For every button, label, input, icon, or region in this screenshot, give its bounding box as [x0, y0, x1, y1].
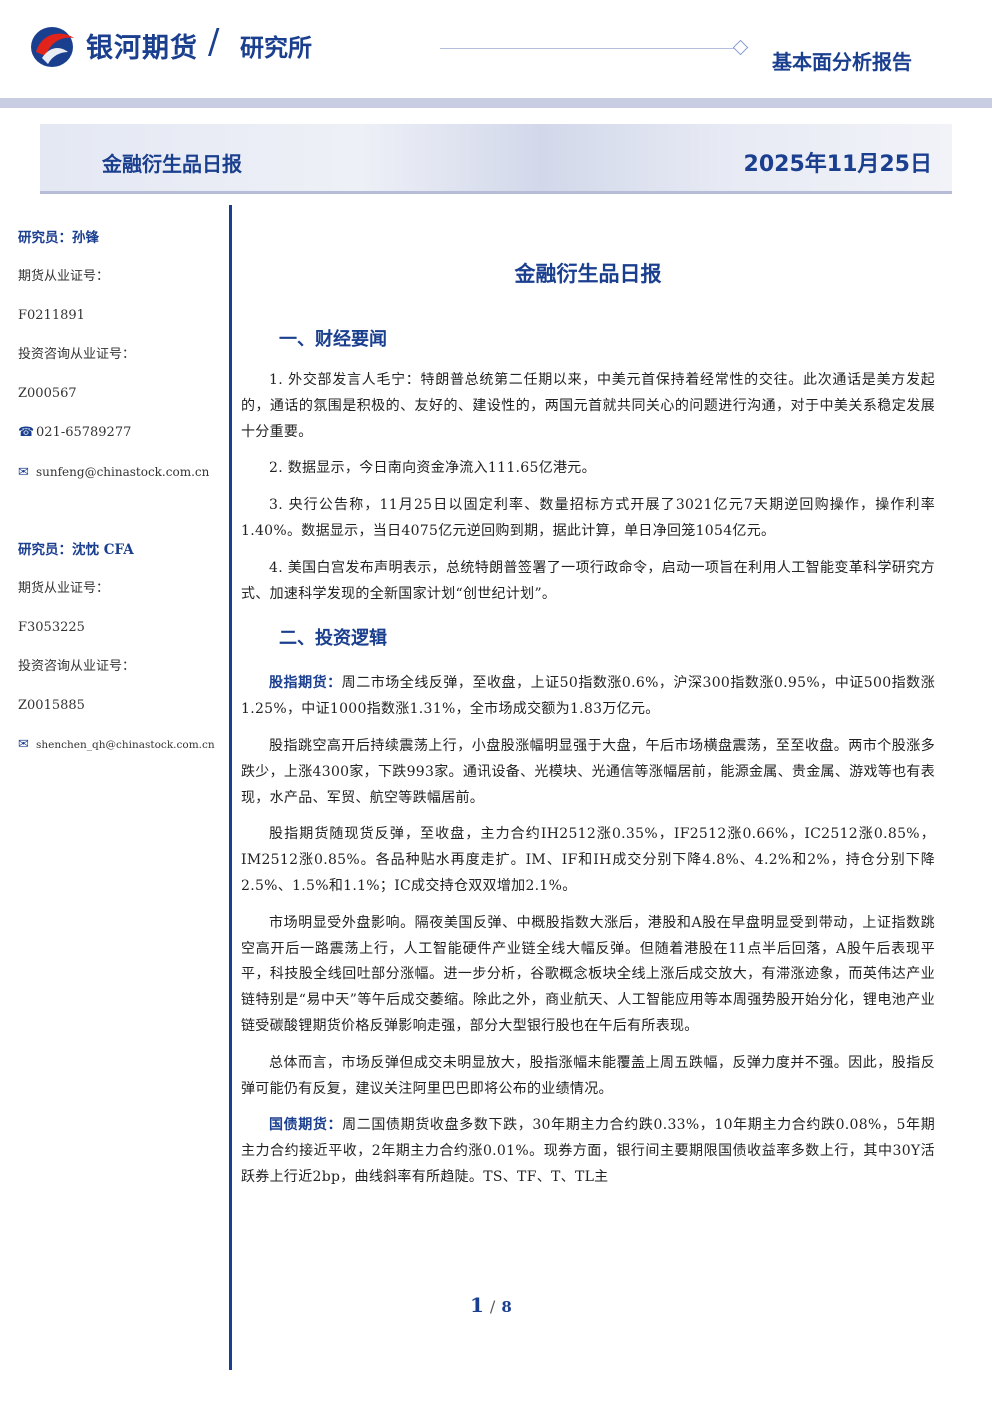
galaxy-futures-logo-icon: [31, 27, 74, 67]
page-number: 1 / 8: [470, 1293, 512, 1317]
stock-index-text: 周二市场全线反弹，至收盘，上证50指数涨0.6%，沪深300指数涨0.95%，中…: [241, 675, 935, 718]
researcher-2-futures-label: 期货从业证号：: [18, 581, 110, 596]
report-date: 2025年11月25日: [743, 152, 932, 177]
page-total: 8: [501, 1298, 512, 1316]
researcher-2-consult-id: Z0015885: [18, 698, 85, 713]
header-band: [0, 98, 992, 108]
header-decor-line: [440, 48, 735, 49]
researcher-2-name: 研究员：沈忱 CFA: [18, 542, 134, 558]
researcher-1-consult-label: 投资咨询从业证号：: [18, 347, 136, 362]
stock-index-paragraph-3: 股指期货随现货反弹，至收盘，主力合约IH2512涨0.35%，IF2512涨0.…: [241, 826, 935, 894]
sidebar-spacer: [18, 501, 223, 540]
section-heading-logic: 二、投资逻辑: [279, 628, 387, 650]
stock-index-paragraph-1: 股指期货：周二市场全线反弹，至收盘，上证50指数涨0.6%，沪深300指数涨0.…: [241, 671, 935, 723]
researcher-2-email[interactable]: shenchen_qh@chinastock.com.cn: [36, 739, 215, 751]
bond-futures-paragraph-1: 国债期货：周二国债期货收盘多数下跌，30年期主力合约跌0.33%，10年期主力合…: [241, 1113, 935, 1190]
report-type: 基本面分析报告: [772, 50, 912, 74]
researcher-1-consult-id: Z000567: [18, 386, 77, 401]
news-item: 4. 美国白宫发布声明表示，总统特朗普签署了一项行政命令，启动一项旨在利用人工智…: [241, 559, 935, 602]
vertical-divider: [229, 205, 232, 1370]
report-header: 银河期货 / 研究所 基本面分析报告: [0, 0, 992, 98]
email-icon: ✉: [18, 737, 29, 752]
email-icon: ✉: [18, 465, 29, 480]
section-heading-news: 一、财经要闻: [279, 329, 387, 350]
bond-futures-lead: 国债期货：: [269, 1117, 343, 1134]
stock-index-lead: 股指期货：: [269, 675, 342, 692]
researcher-1-futures-id: F0211891: [18, 308, 85, 323]
brand-slash: /: [208, 22, 220, 62]
title-bar: 金融衍生品日报 2025年11月25日: [40, 124, 952, 194]
news-item: 2. 数据显示，今日南向资金净流入111.65亿港元。: [269, 460, 596, 477]
researcher-2-consult-label: 投资咨询从业证号：: [18, 659, 136, 674]
main-content: 金融衍生品日报 一、财经要闻 1. 外交部发言人毛宁：特朗普总统第二任期以来，中…: [241, 258, 935, 1191]
document-title: 金融衍生品日报: [514, 262, 662, 286]
researcher-2-email-row: ✉ shenchen_qh@chinastock.com.cn: [18, 735, 223, 774]
researcher-1-email-row: ✉ sunfeng@chinastock.com.cn: [18, 462, 223, 501]
stock-index-paragraph-4: 市场明显受外盘影响。隔夜美国反弹、中概股指数大涨后，港股和A股在早盘明显受到带动…: [241, 914, 935, 1034]
page-separator: /: [489, 1297, 496, 1316]
researcher-1-phone: 021-65789277: [36, 425, 132, 440]
researcher-1-name: 研究员：孙锋: [18, 230, 99, 246]
page-current: 1: [470, 1293, 484, 1317]
researcher-1-email[interactable]: sunfeng@chinastock.com.cn: [36, 465, 210, 479]
news-item: 1. 外交部发言人毛宁：特朗普总统第二任期以来，中美元首保持着经常性的交往。此次…: [241, 372, 935, 440]
news-item: 3. 央行公告称，11月25日以固定利率、数量招标方式开展了3021亿元7天期逆…: [241, 497, 935, 539]
researcher-sidebar: 研究员：孙锋 期货从业证号： F0211891 投资咨询从业证号： Z00056…: [18, 228, 223, 774]
diamond-icon: [732, 39, 749, 56]
phone-icon: ☎: [18, 425, 35, 440]
report-name: 金融衍生品日报: [102, 152, 242, 176]
stock-index-paragraph-2: 股指跳空高开后持续震荡上行，小盘股涨幅明显强于大盘，午后市场横盘震荡，至至收盘。…: [241, 737, 935, 806]
researcher-1-phone-row: ☎021-65789277: [18, 423, 223, 462]
researcher-1-futures-label: 期货从业证号：: [18, 269, 110, 284]
brand-name: 银河期货: [86, 33, 198, 64]
brand-subtitle: 研究所: [240, 34, 312, 62]
stock-index-paragraph-5: 总体而言，市场反弹但成交未明显放大，股指涨幅未能覆盖上周五跌幅，反弹力度并不强。…: [241, 1054, 935, 1097]
researcher-2-futures-id: F3053225: [18, 620, 85, 635]
bond-futures-text: 周二国债期货收盘多数下跌，30年期主力合约跌0.33%，10年期主力合约跌0.0…: [241, 1117, 935, 1185]
